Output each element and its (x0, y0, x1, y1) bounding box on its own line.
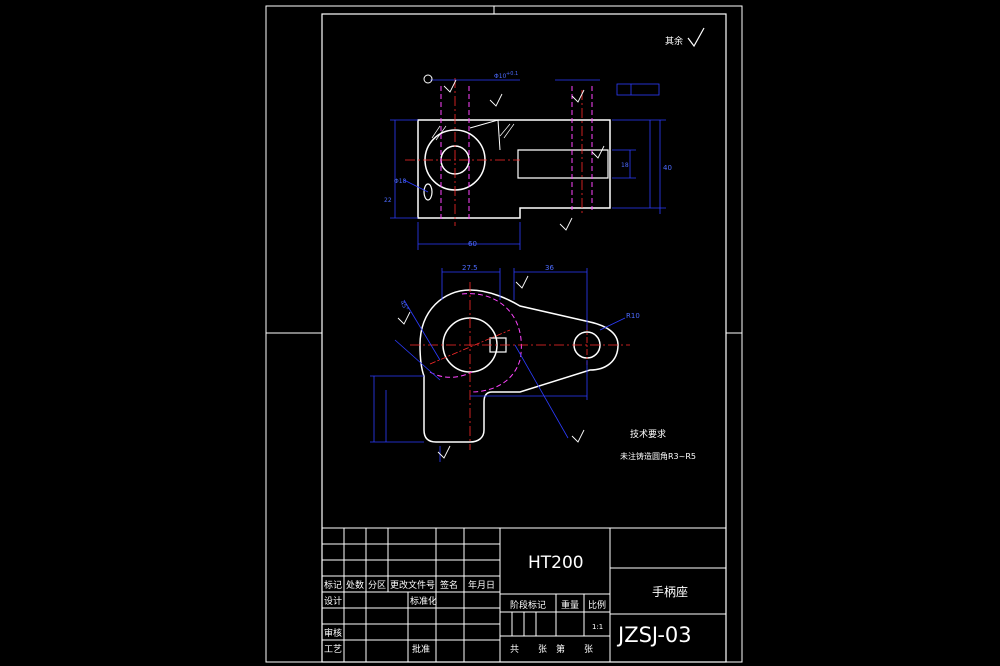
datum-symbol (423, 74, 433, 84)
dim-side-small: Φ18 (394, 178, 407, 185)
tb-ratio: 比例 (588, 599, 606, 611)
tb-header-sign: 签名 (440, 579, 458, 591)
top-view-slot (517, 149, 609, 179)
tb-row-standard: 标准化 (410, 595, 437, 607)
inner-border (321, 13, 727, 663)
tb-scale-value: 1:1 (592, 623, 603, 631)
top-view-edge (469, 119, 501, 151)
top-view-pin-hole (423, 183, 433, 201)
tb-sheet-no: 第 (556, 643, 565, 655)
top-view-outline (417, 119, 611, 219)
tb-sheets-unit1: 张 (538, 644, 547, 655)
dim-width-mid: 27.5 (462, 264, 478, 272)
dim-angle: 45° (398, 300, 409, 313)
tb-header-zone: 分区 (368, 580, 386, 591)
outer-border (265, 5, 743, 663)
leader-pin-hole (403, 179, 429, 193)
front-view-outline (419, 289, 619, 443)
tb-weight: 重量 (561, 599, 579, 611)
tb-header-date: 年月日 (468, 579, 495, 591)
front-view: 27.5 36 R10 45° (370, 264, 640, 462)
tb-header-mark: 标记 (324, 579, 342, 591)
dim-hole-top: Φ10 (494, 73, 507, 80)
tb-row-design: 设计 (324, 595, 342, 607)
tb-header-count: 处数 (346, 579, 364, 591)
part-name: 手柄座 (652, 584, 688, 599)
tb-sheets-total: 共 (510, 644, 519, 655)
tb-row-review: 审核 (324, 627, 342, 639)
drawing-number: JZSJ-03 (616, 623, 692, 647)
dim-22: 22 (384, 197, 392, 204)
material-label: HT200 (528, 553, 584, 573)
top-roughness-marks (443, 79, 605, 231)
top-dimensions (390, 79, 666, 250)
remaining-roughness-label: 其余 (665, 35, 683, 47)
front-roughness-marks (397, 275, 585, 459)
top-view: 60 40 Φ10 +0.1 Φ18 22 18 (384, 71, 672, 250)
front-centerline-angle (429, 329, 511, 365)
dim-r-label: R10 (626, 312, 640, 320)
tech-requirements-line1: 未注铸造圆角R3~R5 (620, 451, 696, 461)
front-dimensions (370, 268, 626, 462)
front-hidden-arc (461, 293, 522, 393)
dim-width-top: 60 (468, 240, 477, 248)
top-view-hatch (431, 123, 515, 141)
title-block-lines (321, 527, 727, 663)
tb-row-process: 工艺 (324, 644, 342, 655)
roughness-check-icon (687, 27, 705, 48)
dim-hole-tol: +0.1 (506, 71, 518, 77)
dim-len-bottom: 36 (545, 264, 554, 272)
tech-requirements-title: 技术要求 (630, 428, 666, 440)
tb-row-approve: 批准 (412, 643, 430, 655)
tb-sheets-unit2: 张 (584, 644, 593, 655)
dim-18: 18 (621, 162, 629, 169)
tb-header-change-doc: 更改文件号 (390, 579, 435, 591)
dim-height-right: 40 (663, 164, 672, 172)
tb-stage-mark: 阶段标记 (510, 599, 546, 611)
